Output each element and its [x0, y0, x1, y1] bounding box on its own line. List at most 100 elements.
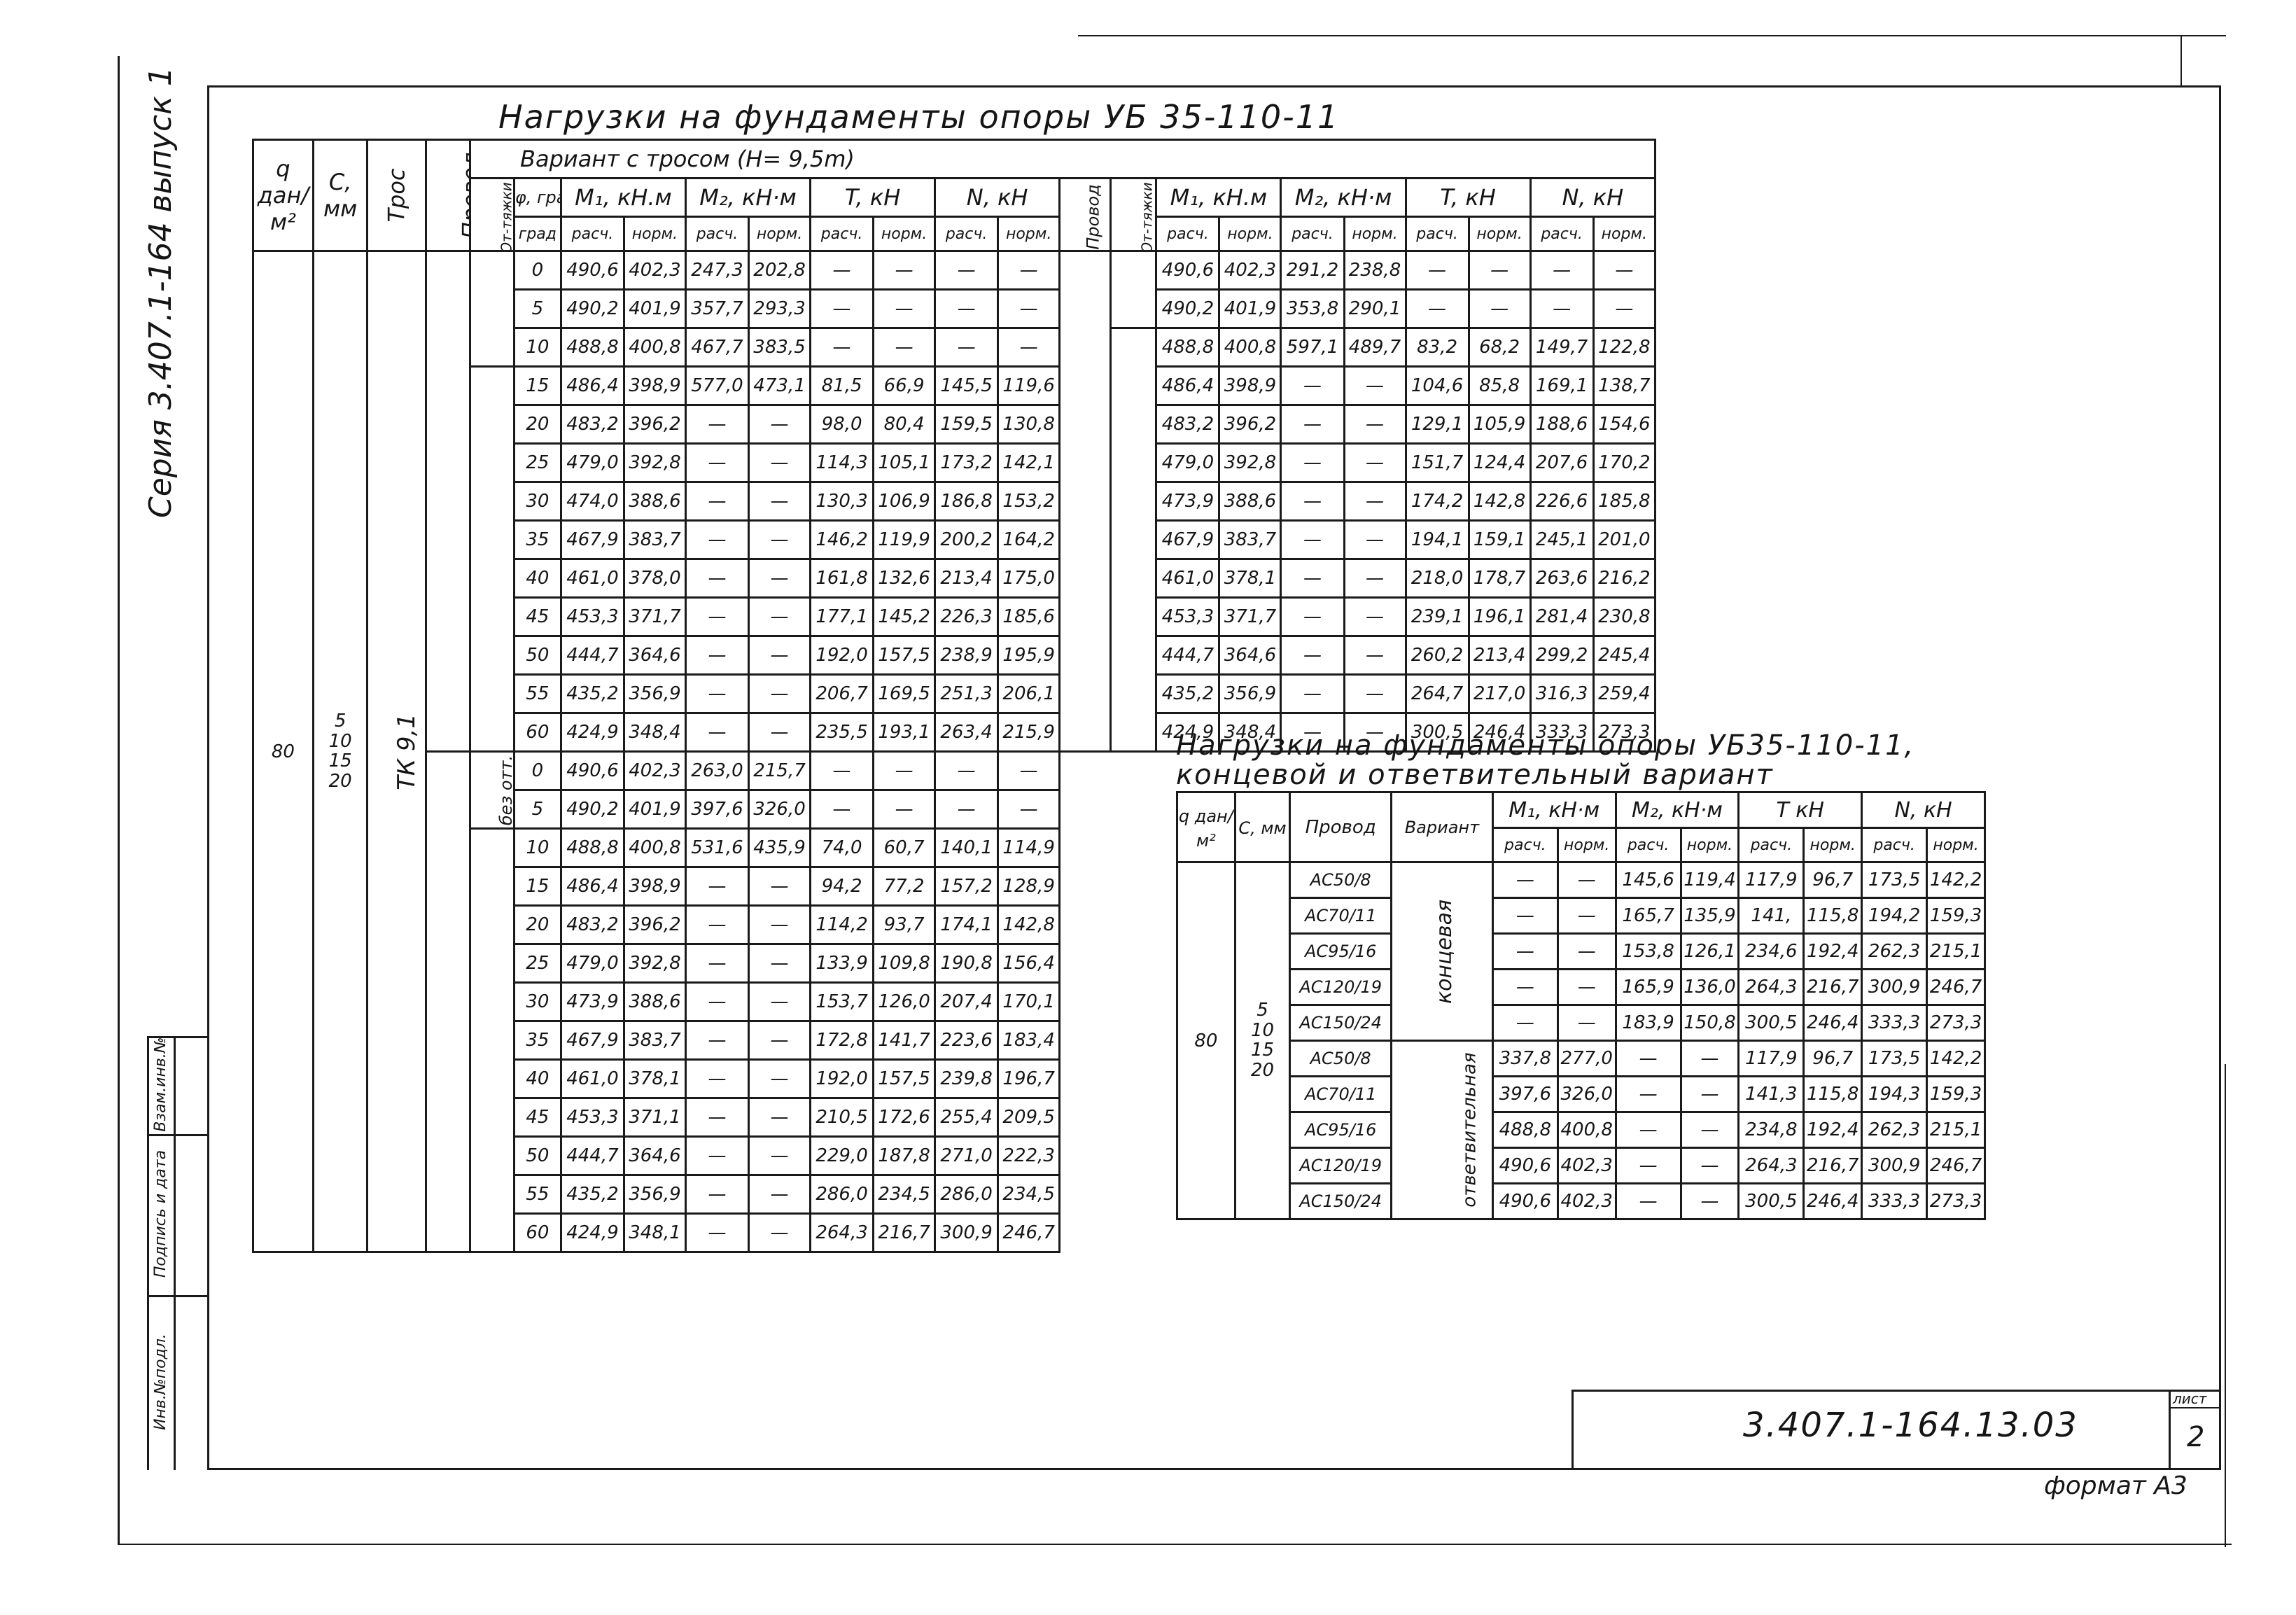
table-cell: 435,2 — [1155, 673, 1221, 714]
table-cell: 96,7 — [1802, 861, 1863, 899]
table-cell: 159,5 — [934, 404, 1000, 445]
table-cell: — — [934, 750, 1000, 791]
table-cell: 300,9 — [1861, 968, 1928, 1006]
table-cell: 291,2 — [1280, 250, 1345, 291]
format-label: формат А3 — [2044, 1471, 2188, 1500]
table-cell: 490,6 — [1155, 250, 1221, 291]
table-cell: 194,3 — [1861, 1075, 1928, 1113]
t2-col-n: N, кН — [1861, 791, 1986, 829]
table-cell: 165,7 — [1614, 897, 1682, 935]
table-cell: 402,3 — [1556, 1182, 1617, 1220]
table-cell: — — [748, 596, 812, 637]
c-value: 15 — [1250, 1040, 1275, 1061]
table-cell: 202,8 — [748, 250, 812, 291]
table-cell: 170,1 — [997, 981, 1061, 1022]
table-cell: — — [748, 404, 812, 445]
table-cell: — — [1614, 1147, 1682, 1184]
table-cell: 173,5 — [1861, 861, 1928, 899]
col-t-right: T, кН — [1404, 177, 1532, 218]
table-cell: 444,7 — [559, 635, 625, 676]
table-cell: 245,4 — [1592, 635, 1657, 676]
table-cell: — — [1556, 1004, 1617, 1042]
table-cell: — — [684, 442, 750, 483]
table-cell: — — [684, 981, 750, 1022]
table-cell: 239,1 — [1404, 596, 1470, 637]
variant-koncevaya: концевая — [1390, 861, 1494, 1042]
table-cell: 277,0 — [1556, 1040, 1617, 1077]
table-cell: 238,8 — [1343, 250, 1407, 291]
table-cell: — — [872, 750, 937, 791]
variant-header: Вариант с тросом (H= 9,5m) — [469, 139, 1656, 179]
table-cell: 300,5 — [1404, 712, 1470, 753]
table-cell: — — [748, 558, 812, 599]
table-cell: 159,3 — [1926, 1075, 1986, 1113]
table-cell: 114,9 — [997, 827, 1061, 868]
table-cell: — — [684, 519, 750, 560]
table-cell: — — [748, 981, 812, 1022]
table-cell: 473,9 — [559, 981, 625, 1022]
table-cell: 106,9 — [872, 481, 937, 522]
table-cell: 119,9 — [872, 519, 937, 560]
table-cell: 299,2 — [1529, 635, 1595, 676]
table-cell: 222,3 — [997, 1135, 1061, 1176]
table-cell: 246,4 — [1802, 1004, 1863, 1042]
table2: q дан/м² C, мм Провод Вариант M₁, кН·м M… — [1176, 791, 1986, 1220]
sub-rasch: расч. — [1155, 216, 1221, 252]
table-row: с оттяжкой15486,4398,9577,0473,181,566,9… — [253, 365, 1657, 753]
table-cell: 77,2 — [872, 866, 937, 907]
stamp-left — [1572, 1390, 1574, 1470]
sub-norm: норм. — [748, 216, 812, 252]
table-cell: — — [1404, 288, 1470, 329]
table-cell: 246,4 — [1802, 1182, 1863, 1220]
q-value-text: 80 — [271, 741, 295, 762]
sub-norm: норм. — [1218, 216, 1282, 252]
margin-col-b — [174, 1036, 176, 1470]
table-cell: 142,2 — [1926, 1040, 1986, 1077]
table-cell: 444,7 — [559, 1135, 625, 1176]
table-cell: 490,2 — [559, 789, 625, 830]
table-cell: 130,8 — [997, 404, 1061, 445]
table-row: q дан/м² C, мм Трос Провод Вариант с тро… — [252, 139, 1656, 252]
variant-koncevaya-text: концевая — [1432, 899, 1457, 1004]
table-cell: 378,1 — [1218, 558, 1282, 599]
table-cell: — — [1280, 404, 1345, 445]
group-bez-b-text: без отт. — [496, 755, 514, 825]
table-cell: 45 — [512, 1097, 562, 1138]
table-cell: 215,1 — [1926, 1111, 1986, 1149]
table-cell: 196,7 — [997, 1058, 1061, 1099]
table-row: q дан/м² C, мм Провод Вариант M₁, кН·м M… — [1176, 791, 1986, 863]
sheet-number: 2 — [2187, 1421, 2205, 1453]
table-cell: 234,6 — [1737, 932, 1805, 970]
table-cell: 264,7 — [1404, 673, 1470, 714]
table-cell: 186,8 — [934, 481, 1000, 522]
table-cell: — — [684, 712, 750, 753]
table-cell: 383,5 — [748, 327, 812, 368]
table-cell: 119,4 — [1679, 861, 1740, 899]
table-cell: 142,2 — [1926, 861, 1986, 899]
table-cell: — — [748, 1058, 812, 1099]
table-cell: 165,9 — [1614, 968, 1682, 1006]
table-cell: 262,3 — [1861, 932, 1928, 970]
table-cell: — — [748, 1135, 812, 1176]
table-cell: 20 — [512, 904, 562, 945]
table-cell: — — [997, 250, 1061, 291]
table-cell: 400,8 — [1218, 327, 1282, 368]
table-cell: 68,2 — [1467, 327, 1532, 368]
col-n: N, кН — [934, 177, 1061, 218]
table-cell: — — [1556, 932, 1617, 970]
table-cell: 486,4 — [559, 866, 625, 907]
sub-norm: норм. — [1592, 216, 1657, 252]
margin-top — [147, 1036, 209, 1038]
table-cell: 488,8 — [559, 827, 625, 868]
table-cell: 333,3 — [1529, 712, 1595, 753]
table-cell: 271,0 — [934, 1135, 1000, 1176]
sub-norm: норм. — [1467, 216, 1532, 252]
right-edge-tick — [2225, 1064, 2226, 1547]
table-cell: 356,9 — [622, 673, 687, 714]
